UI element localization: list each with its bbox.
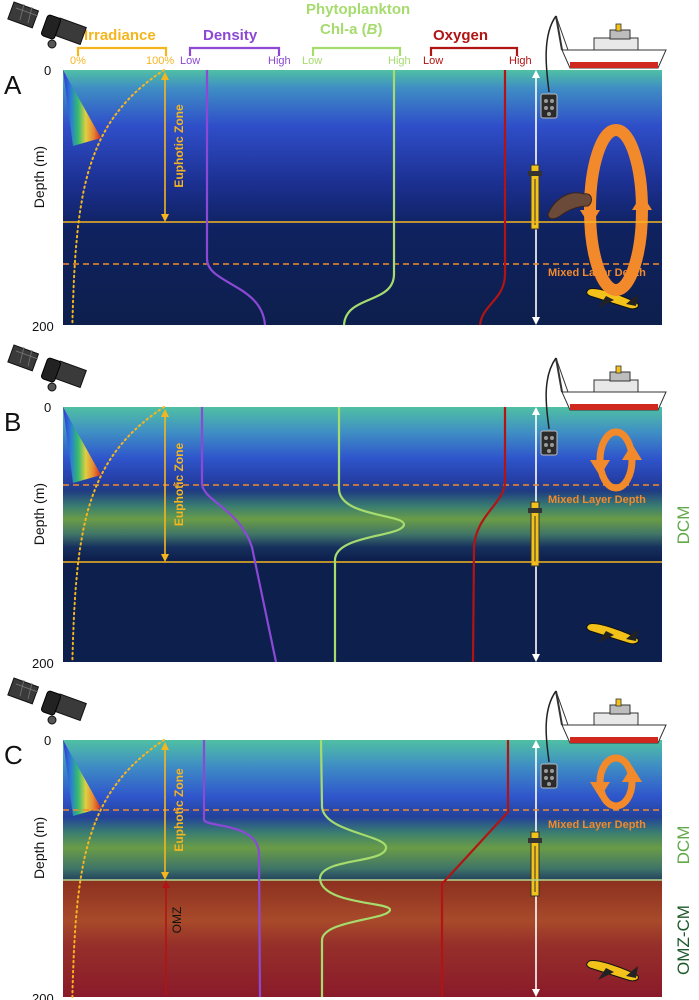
density-title: Density [203,27,258,44]
depth-axis-title: Depth (m) [31,483,47,545]
omz-cm-side-label: OMZ-CM [674,905,693,975]
euphotic-zone-label: Euphotic Zone [172,768,186,852]
mixed-layer-label: Mixed Layer Depth [548,494,646,506]
light-spectrum-beam [63,407,101,483]
depth-bottom-label: 200 [32,656,54,671]
omz-label: OMZ [170,907,184,934]
mixing-arrows-icon [580,124,652,296]
water-column [63,407,662,662]
irradiance-high-label: 100% [146,55,174,67]
depth-top-label: 0 [44,63,51,78]
irradiance-bracket [76,46,168,56]
phytoplankton-profile [318,739,392,997]
depth-axis-title: Depth (m) [31,146,47,208]
satellite-icon [7,1,87,49]
depth-axis-title: Depth (m) [31,817,47,879]
density-bracket [188,46,281,56]
mixing-arrows-icon [590,754,642,810]
euphotic-zone-label: Euphotic Zone [172,104,186,188]
winch-cable [545,690,557,763]
density-profile [202,740,262,998]
ctd-rosette-icon [540,430,558,456]
density-high-label: High [268,55,291,67]
panel-b: B 0 200 Depth (m) Mixed Layer Depth Euphotic … [4,344,693,671]
irradiance-profile [71,739,165,998]
phyto-title: Phytoplankton [306,1,410,18]
density-profile [205,70,267,326]
satellite-icon [7,344,87,392]
panel-letter: B [4,407,21,437]
oxygen-profile [440,740,510,997]
ctd-rosette-icon [540,763,558,789]
irradiance-title: Irradiance [84,27,156,44]
winch-cable [545,357,557,430]
panel-c: C 0 200 Depth (m) Mixed Layer Depth Euphotic … [4,677,693,1000]
ship-icon [555,15,667,69]
ctd-rosette-icon [540,93,558,119]
satellite-icon [7,677,87,725]
panel-letter: A [4,70,22,100]
irradiance-profile [71,69,165,326]
ship-icon [555,357,667,411]
phytoplankton-profile [333,407,406,662]
euphotic-zone-label: Euphotic Zone [172,443,186,527]
phyto-high-label: High [388,55,411,67]
light-spectrum-beam [63,70,101,146]
depth-top-label: 0 [44,733,51,748]
irradiance-low-label: 0% [70,55,86,67]
oxygen-high-label: High [509,55,532,67]
density-low-label: Low [180,55,200,67]
panel-a: A 0 200 Depth (m) Mixed Layer Depth Euphotic … [4,1,667,334]
panel-letter: C [4,740,23,770]
oxygen-profile [478,70,507,326]
depth-bottom-label: 200 [32,319,54,334]
seal-icon [547,192,592,220]
phyto-low-label: Low [302,55,322,67]
irradiance-profile [71,406,165,663]
omz-layer [63,880,662,997]
ship-icon [555,690,667,744]
depth-top-label: 0 [44,400,51,415]
dcm-side-label: DCM [674,506,693,545]
oxygen-profile [471,407,507,663]
phytoplankton-profile [342,70,396,326]
mixed-layer-label: Mixed Layer Depth [548,819,646,831]
dcm-side-label: DCM [674,826,693,865]
phyto-bracket [311,46,402,56]
mixing-arrows-icon [590,428,642,492]
phyto-subtitle: Chl-a (B) [320,21,383,38]
oxygen-bracket [429,46,519,56]
oxygen-title: Oxygen [433,27,488,44]
depth-bottom-label: 200 [32,991,54,1000]
mixed-layer-label: Mixed Layer Depth [548,267,646,279]
density-profile [200,407,278,663]
oxygen-low-label: Low [423,55,443,67]
light-spectrum-beam [63,740,101,816]
winch-cable [545,15,557,93]
